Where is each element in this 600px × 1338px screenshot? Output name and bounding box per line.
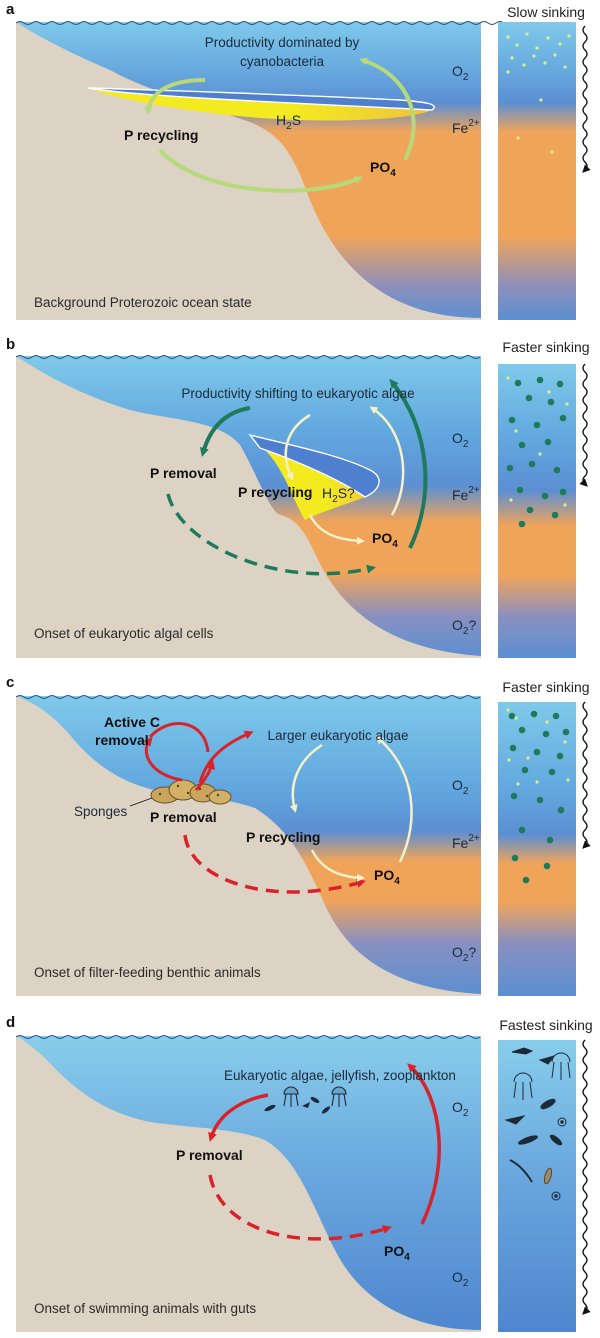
removal-arrow-top <box>208 1093 269 1142</box>
productivity-label-line1: Productivity dominated by <box>205 35 360 50</box>
seafloor <box>16 696 481 996</box>
wave-line <box>15 21 505 25</box>
sinking-column-title: Slow sinking <box>507 4 585 20</box>
recycling-arrow-right <box>369 406 405 516</box>
recycling-arrow-left <box>289 743 323 813</box>
seafloor <box>16 1036 481 1332</box>
o2-label: O2 <box>452 430 469 450</box>
panel-d: d Eukaryotic algae, jellyfish, zooplankt… <box>6 1014 593 1332</box>
cycle-arrow-bottom <box>158 148 363 193</box>
upwelling-arrow <box>407 1063 441 1225</box>
panel-letter: d <box>6 1014 15 1031</box>
sinking-column <box>498 22 576 320</box>
c-removal-arrow-up <box>198 730 254 784</box>
removal-arrow-dashed <box>208 1174 392 1241</box>
sinking-organisms-icon <box>504 1047 571 1201</box>
h2s-label: H2S <box>276 112 301 132</box>
panel-letter: a <box>6 1 15 18</box>
p-recycling-label: P recycling <box>124 127 198 143</box>
sinking-column <box>498 364 576 658</box>
fe-label: Fe2+ <box>452 833 480 851</box>
o2-deep-label: O2 <box>452 1269 469 1289</box>
h2s-label: H2S? <box>322 485 355 505</box>
cycle-arrow-left <box>144 78 206 115</box>
sponges-label: Sponges <box>74 804 128 819</box>
o2-label: O2 <box>452 63 469 83</box>
panel-caption: Background Proterozoic ocean state <box>34 295 252 310</box>
panel-letter: b <box>6 336 15 353</box>
productivity-label: Larger eukaryotic algae <box>267 728 408 743</box>
wave-line <box>15 695 481 699</box>
panel-b: b Productivity shifting to eukaryotic al… <box>6 336 590 658</box>
upwelling-arrow <box>389 378 428 549</box>
cyanobacteria-particles <box>506 32 571 154</box>
seafloor <box>16 356 481 658</box>
sinking-arrow <box>579 363 588 487</box>
recycling-arrow-right <box>375 736 413 863</box>
o2-deep-label: O2? <box>452 617 476 637</box>
sinking-column <box>498 1040 576 1332</box>
cycle-arrow-right <box>359 57 416 161</box>
jellyfish-icon <box>283 1086 347 1107</box>
sinking-column-title: Faster sinking <box>502 339 589 355</box>
recycling-arrow-bottom <box>308 514 365 545</box>
fe-label: Fe2+ <box>452 485 480 503</box>
productivity-label: Eukaryotic algae, jellyfish, zooplankton <box>224 1068 456 1083</box>
p-recycling-label: P recycling <box>246 829 320 845</box>
sponges-pointer <box>129 797 153 807</box>
algae-particles <box>506 376 567 528</box>
fe-label: Fe2+ <box>452 118 480 136</box>
po4-label: PO4 <box>370 159 396 179</box>
sponges-icon <box>150 779 232 805</box>
po4-label: PO4 <box>384 1243 410 1263</box>
removal-arrow-top <box>200 406 251 457</box>
po4-label: PO4 <box>372 530 398 550</box>
cyanobacteria-particles <box>506 376 569 507</box>
c-removal-loop-left <box>143 736 183 782</box>
wave-line <box>15 355 481 359</box>
removal-arrow-dashed <box>166 493 376 576</box>
c-removal-loop-top <box>148 722 210 753</box>
sinking-arrow <box>582 701 591 849</box>
recycling-arrow-bottom <box>310 849 365 882</box>
panel-letter: c <box>6 674 14 691</box>
o2-label: O2 <box>452 1099 469 1119</box>
sinking-arrow <box>582 1039 591 1315</box>
panel-caption: Onset of filter-feeding benthic animals <box>34 965 261 980</box>
recycling-arrow-left <box>284 413 311 481</box>
productivity-label: Productivity shifting to eukaryotic alga… <box>181 386 414 401</box>
wave-line <box>15 1035 481 1039</box>
o2-label: O2 <box>452 777 469 797</box>
sinking-column-title: Faster sinking <box>502 679 589 695</box>
active-c-label-line1: Active C <box>104 714 160 730</box>
panel-a: a Productivity dominated by cyanobacteri… <box>6 1 591 320</box>
p-removal-label: P removal <box>150 465 217 481</box>
o2-deep-label: O2? <box>452 944 476 964</box>
cyanobacteria-particles <box>506 708 570 786</box>
algae-particles <box>508 710 570 884</box>
p-recycling-label: P recycling <box>238 484 312 500</box>
euxinic-wedge-top <box>87 87 435 111</box>
productivity-label-line2: cyanobacteria <box>240 54 325 69</box>
panel-c: c Active C removal Larger eukaryotic alg… <box>6 674 591 996</box>
panel-caption: Onset of eukaryotic algal cells <box>34 626 214 641</box>
p-removal-label: P removal <box>150 809 217 825</box>
po4-label: PO4 <box>374 867 400 887</box>
sinking-column <box>498 702 576 996</box>
panel-caption: Onset of swimming animals with guts <box>34 1301 256 1316</box>
sinking-column-title: Fastest sinking <box>499 1017 592 1033</box>
zooplankton-icon <box>264 1096 331 1114</box>
euxinic-wedge-top <box>248 433 380 498</box>
p-removal-label: P removal <box>176 1147 243 1163</box>
active-c-label-line2: removal <box>95 732 149 748</box>
sinking-arrow <box>582 25 591 173</box>
sponge-uptake-arrow <box>194 760 216 792</box>
